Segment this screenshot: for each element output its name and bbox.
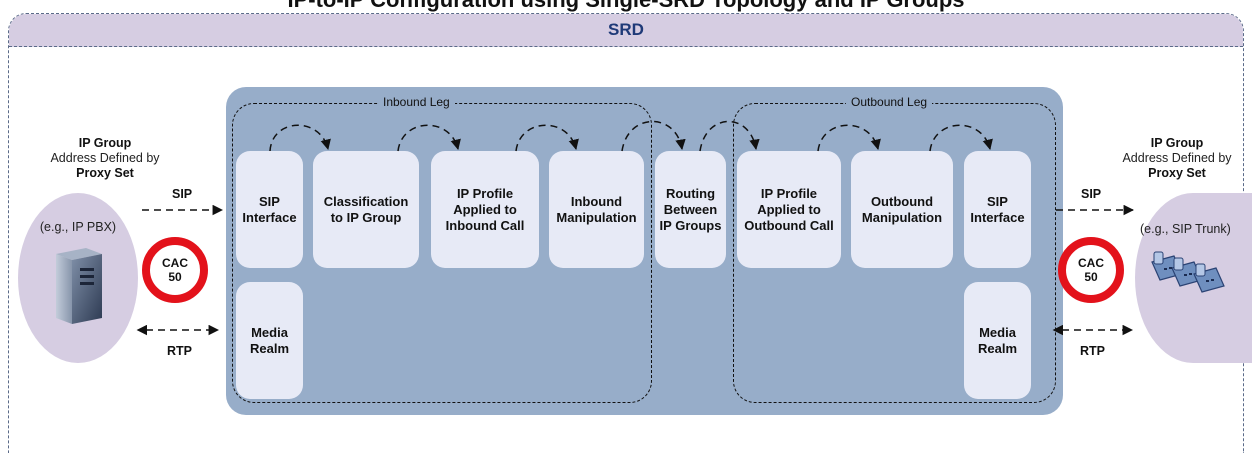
box-line: Between <box>663 201 718 217</box>
box-line: Media <box>251 324 288 340</box>
right-rtp-label: RTP <box>1080 344 1105 358</box>
box-line: Applied to <box>453 201 517 217</box>
box-line: Realm <box>977 340 1018 356</box>
inbound-leg-label: Inbound Leg <box>378 95 455 109</box>
box-line: Inbound Call <box>445 217 525 233</box>
box-line: Routing <box>665 185 716 201</box>
cac-label: CAC <box>1078 256 1104 270</box>
left-proxy-set-label: Proxy Set <box>76 166 134 180</box>
box-line: Inbound <box>570 193 623 209</box>
right-address-label: Address Defined by <box>1122 151 1232 165</box>
flow-arc <box>515 124 579 152</box>
cac-value: 50 <box>1084 270 1098 284</box>
left-sip-label: SIP <box>172 187 193 201</box>
right-ip-group-label: IP Group <box>1150 136 1204 150</box>
left-endpoint-example: (e.g., IP PBX) <box>39 220 117 234</box>
box-line: Outbound <box>870 193 934 209</box>
srd-label: SRD <box>608 20 644 39</box>
flow-arrows <box>136 120 1135 336</box>
right-cac-badge: CAC 50 <box>1058 237 1124 303</box>
diagram-title-text: IP-to-IP Configuration using Single-SRD … <box>0 0 1252 12</box>
box-line: SIP <box>259 193 280 209</box>
box-line: Manipulation <box>556 209 637 225</box>
box-line: Realm <box>249 340 290 356</box>
flow-arc <box>269 124 331 152</box>
server-icon <box>50 246 106 333</box>
box-line: Manipulation <box>861 209 943 225</box>
cac-value: 50 <box>168 270 182 284</box>
left-address-label: Address Defined by <box>50 151 160 165</box>
box-line: Applied to <box>757 201 821 217</box>
box-line: IP Profile <box>456 185 514 201</box>
left-ip-group-label: IP Group <box>78 136 132 150</box>
box-line: Outbound Call <box>744 217 834 233</box>
box-line: IP Groups <box>659 217 722 233</box>
box-line: Interface <box>242 209 297 225</box>
diagram-title: IP-to-IP Configuration using Single-SRD … <box>0 0 1252 12</box>
outbound-leg-label: Outbound Leg <box>846 95 933 109</box>
box-line: Classification <box>323 193 409 209</box>
flow-arc <box>817 124 881 152</box>
flow-arc <box>699 120 760 152</box>
box-line: SIP <box>987 193 1008 209</box>
ip-phones-icon <box>1148 248 1240 309</box>
left-rtp-label: RTP <box>167 344 192 358</box>
box-line: IP Profile <box>760 185 818 201</box>
right-endpoint-example: (e.g., SIP Trunk) <box>1140 222 1231 236</box>
left-endpoint-heading: IP Group Address Defined by Proxy Set <box>30 136 180 181</box>
srd-header: SRD <box>9 14 1243 47</box>
box-line: Interface <box>970 209 1025 225</box>
box-line: Media <box>979 324 1016 340</box>
left-cac-badge: CAC 50 <box>142 237 208 303</box>
flow-arc <box>621 120 686 152</box>
flow-arc <box>929 124 993 152</box>
box-line: to IP Group <box>330 209 402 225</box>
right-endpoint-heading: IP Group Address Defined by Proxy Set <box>1102 136 1252 181</box>
flow-arc <box>397 124 461 152</box>
right-proxy-set-label: Proxy Set <box>1148 166 1206 180</box>
right-sip-label: SIP <box>1081 187 1102 201</box>
cac-label: CAC <box>162 256 188 270</box>
